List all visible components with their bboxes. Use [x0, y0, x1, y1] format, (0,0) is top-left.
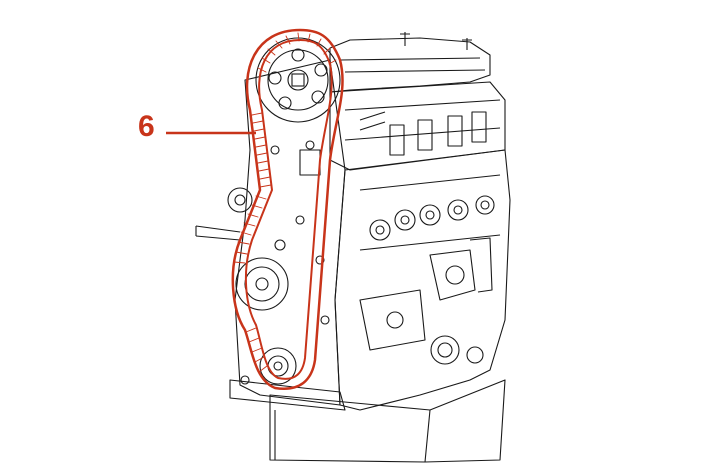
camshaft-sprocket	[255, 37, 341, 123]
water-pump-sprocket	[235, 257, 289, 311]
tensioner-pulley	[227, 187, 253, 213]
engine-block	[195, 32, 511, 463]
callout-label-6: 6	[138, 110, 155, 143]
timing-belt	[231, 28, 344, 391]
